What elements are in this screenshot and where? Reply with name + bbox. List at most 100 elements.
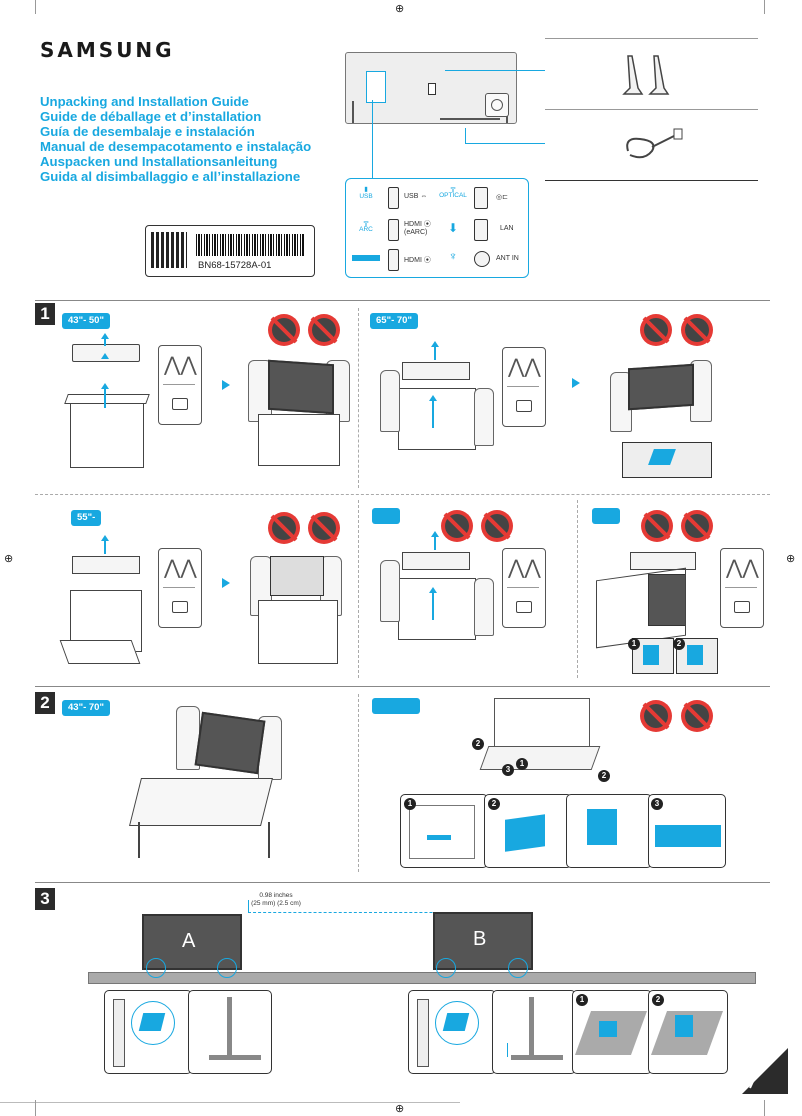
title-pt: Manual de desempacotamento e instalação [40, 139, 312, 154]
tv-box [258, 414, 340, 466]
measure-line [248, 912, 498, 913]
arc-icon: ╦ARC [359, 219, 373, 233]
accessory-box: ⋀⋀ [158, 345, 202, 425]
foam-top [630, 552, 696, 570]
tv-panel [194, 711, 266, 775]
brand-logo: SAMSUNG [40, 38, 175, 62]
step-circle-2: 2 [472, 738, 484, 750]
foam-top [402, 362, 470, 380]
wall-outlet [485, 93, 509, 117]
tv-box [70, 400, 144, 468]
size-tag-blank [372, 508, 400, 524]
size-tag-blank [372, 698, 420, 714]
stand-legs-icon [620, 52, 682, 101]
accessory-box: ⋀⋀ [720, 548, 764, 628]
optical-symbol: ◎⊏ [496, 194, 508, 201]
accessory-box: ⋀⋀ [502, 347, 546, 427]
title-it: Guida al disimballaggio e all’installazi… [40, 169, 301, 184]
foam-top [402, 552, 470, 570]
registration-mark: ⊕ [786, 553, 796, 565]
foam-top [72, 556, 140, 574]
hdmi-cable-icon [352, 255, 380, 261]
section-divider [35, 882, 770, 883]
lift-arrow [101, 333, 109, 346]
stand-detail-a1 [104, 990, 192, 1074]
antenna-icon: ♆ [448, 249, 458, 263]
table-cloth [129, 778, 273, 826]
lift-arrow [101, 383, 109, 408]
stand-highlight [217, 958, 237, 978]
title-de: Auspacken und Installationsanleitung [40, 154, 278, 169]
hdmi-earc-port [388, 219, 399, 241]
leader-line [465, 143, 545, 144]
usb-label: USB ⇔ [404, 193, 428, 200]
step-circle-2: 2 [488, 798, 500, 810]
label-b: B [473, 928, 487, 950]
step-circle-3: 3 [502, 764, 514, 776]
stand-highlight [436, 958, 456, 978]
warning-no-press-screen-icon [681, 510, 713, 542]
power-cord-icon [622, 127, 686, 168]
registration-mark: ⊕ [4, 553, 14, 565]
registration-mark: ⊕ [395, 3, 405, 15]
foam-base [479, 746, 601, 770]
power-cable [440, 118, 500, 120]
clearance-measurement: 0.98 inches (25 mm) (2.5 cm) [251, 892, 301, 907]
step-number-3: 3 [35, 888, 55, 910]
next-arrow [222, 380, 230, 390]
size-tag-43-50: 43"- 50" [62, 313, 110, 329]
size-tag-43-70: 43"- 70" [62, 700, 110, 716]
stand-highlight [146, 958, 166, 978]
leader-line [372, 100, 373, 180]
page-turn-icon [740, 1044, 790, 1101]
registration-mark: ⊕ [395, 1103, 405, 1115]
divider [545, 109, 758, 110]
person-illustration [380, 370, 400, 432]
warning-no-lay-flat-icon [268, 512, 300, 544]
warning-no-lay-flat-icon [641, 510, 673, 542]
crop-mark [35, 1100, 36, 1116]
warning-no-press-screen-icon [681, 314, 713, 346]
step-circle-2: 2 [652, 994, 664, 1006]
usb-icon: ▮USB [359, 186, 373, 200]
barcode-number: BN68-15728A-01 [198, 260, 272, 271]
barcode [196, 234, 304, 256]
detail-callout [622, 442, 712, 478]
hdmi-earc-label: HDMI ⦿ (eARC) [404, 221, 431, 236]
warning-no-sharp-tool-icon [681, 700, 713, 732]
step-circle-1: 1 [404, 798, 416, 810]
step-circle-1: 1 [576, 994, 588, 1006]
leader-line [445, 70, 545, 71]
tv-box-flap [59, 640, 141, 664]
step-circle-1: 1 [628, 638, 640, 650]
hdmi3-port [388, 249, 399, 271]
leader-line [465, 128, 466, 143]
detail-step-1 [400, 794, 488, 868]
tv-box [596, 567, 686, 649]
lan-label: LAN [500, 225, 514, 232]
divider [358, 500, 359, 678]
lift-arrow [101, 535, 109, 554]
crop-mark [764, 1100, 765, 1116]
lift-arrow [429, 395, 437, 428]
tv-panel [628, 363, 694, 411]
next-arrow [572, 378, 580, 388]
step-circle-1: 1 [516, 758, 528, 770]
size-tag-55: 55"- [71, 510, 102, 526]
crop-mark [764, 0, 765, 14]
hdmi3-label: HDMI ⦿ [404, 257, 431, 264]
tv-leg [352, 101, 354, 123]
section-divider [35, 300, 770, 301]
ports-panel: ▮USB USB ⇔ ╦OPTICAL ◎⊏ ╦ARC HDMI ⦿ (eARC… [345, 178, 529, 278]
tv-panel [648, 574, 686, 626]
title-fr: Guide de déballage et d’installation [40, 109, 262, 124]
tv-in-foam [494, 698, 590, 750]
size-tag-65-70: 65"- 70" [370, 313, 418, 329]
warning-no-press-screen-icon [308, 512, 340, 544]
tv-box [258, 600, 338, 664]
step-circle-3: 3 [651, 798, 663, 810]
tv-panel [268, 359, 334, 415]
detail-step-2b [566, 794, 652, 868]
divider [358, 694, 359, 872]
tv-box [398, 578, 476, 640]
